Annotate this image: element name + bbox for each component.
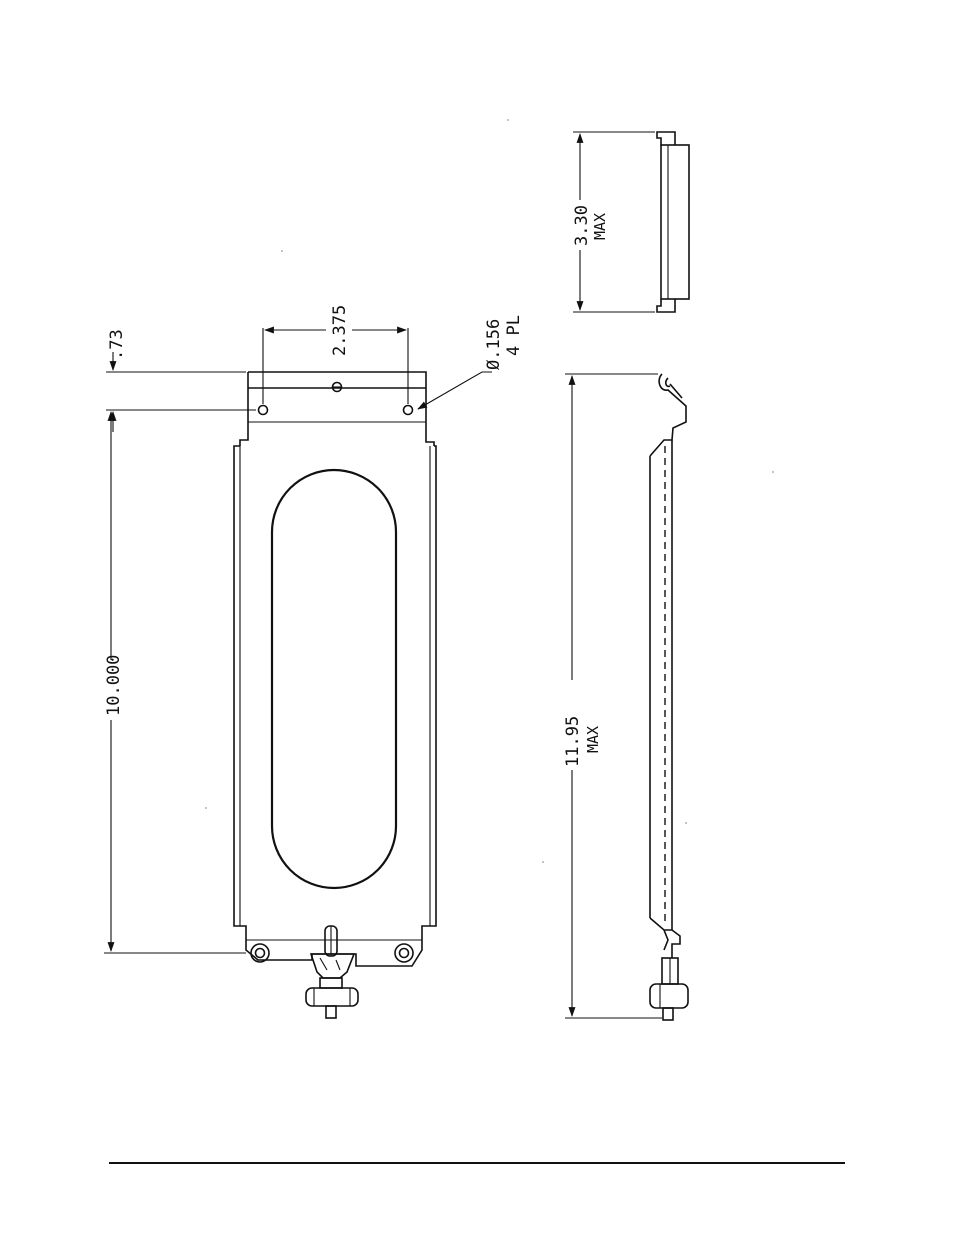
elongated-window <box>272 470 396 888</box>
overall-length-note: MAX <box>584 726 602 753</box>
hole-count-label: 4 PL <box>504 315 524 356</box>
overall-length-label: 11.95 <box>563 716 583 767</box>
hole-spacing-label: 2.375 <box>330 305 350 356</box>
side-view: 11.95 MAX <box>563 374 688 1020</box>
side-knob-icon <box>650 984 688 1008</box>
tab-offset-label: .73 <box>107 329 127 360</box>
mounting-hole-bottom-right <box>395 944 413 962</box>
front-view: 2.375 Ø.156 4 PL .73 10.000 <box>104 305 524 1018</box>
end-view-body <box>661 145 689 299</box>
top-tab-outline <box>248 372 434 446</box>
end-view: 3.30 MAX <box>572 132 689 312</box>
plate-length-label: 10.000 <box>104 655 124 716</box>
height-note: MAX <box>591 213 609 240</box>
height-label: 3.30 <box>572 205 592 246</box>
mounting-hole-top-right <box>404 406 413 415</box>
mounting-hole-top-left <box>259 406 268 415</box>
hole-diameter-label: Ø.156 <box>484 319 504 370</box>
